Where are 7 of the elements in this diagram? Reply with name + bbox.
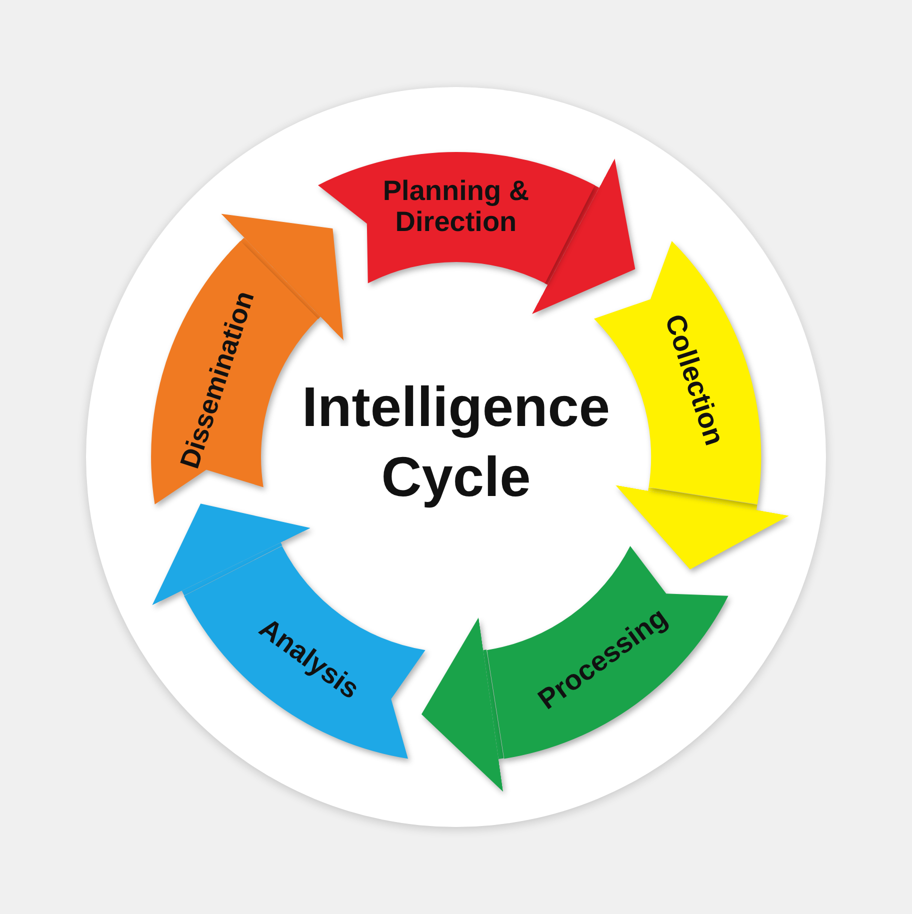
stage-label: Planning & Direction	[382, 176, 530, 238]
arrow-head	[422, 617, 504, 792]
arrow-head	[221, 214, 344, 340]
arrow-head	[152, 504, 310, 606]
arrow-head	[532, 158, 636, 314]
diagram-title: Intelligence Cycle	[300, 374, 612, 510]
arrow-head	[616, 485, 789, 570]
